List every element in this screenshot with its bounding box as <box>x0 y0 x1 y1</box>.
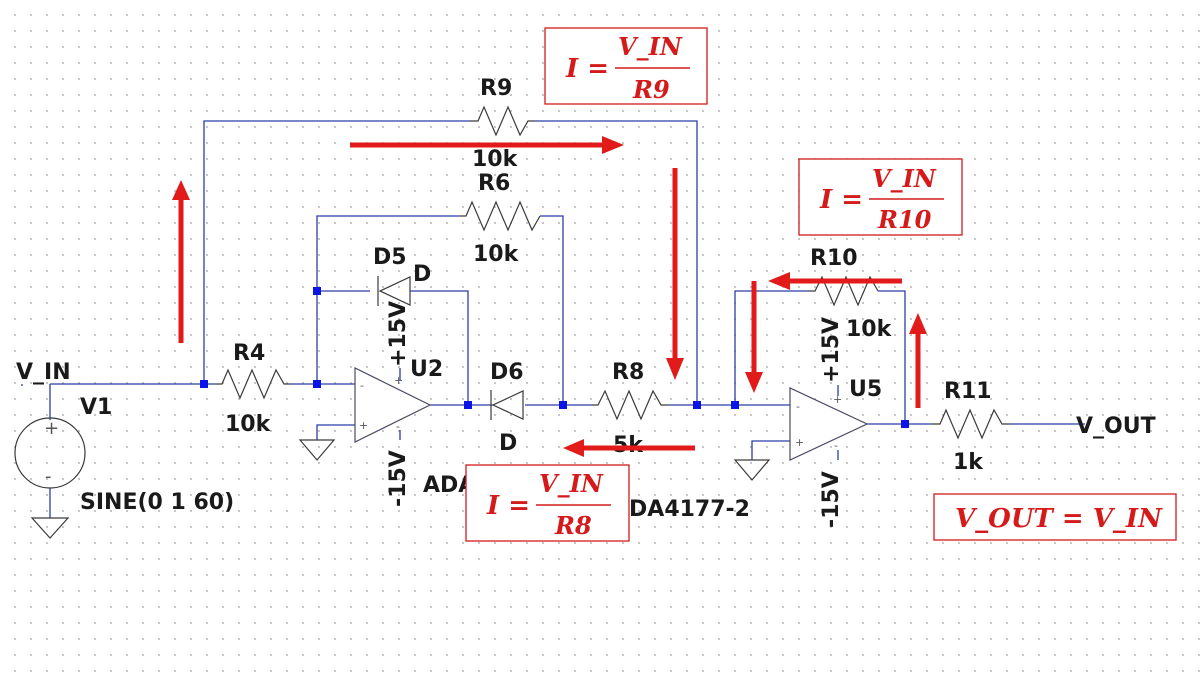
r11-ref-label: R11 <box>944 379 992 404</box>
r8-ref-label: R8 <box>612 360 644 385</box>
voltage-source-v1[interactable]: + - <box>14 417 86 489</box>
arrow-left-bottom <box>563 439 695 457</box>
junction-node <box>464 401 472 409</box>
wire-r10-loop <box>734 290 906 424</box>
opamp-u5[interactable]: - + + - <box>789 387 869 461</box>
d5-ref-label: D5 <box>373 245 407 270</box>
u2-vminus-pin: - <box>396 420 400 433</box>
r11-value-label: 1k <box>953 450 984 475</box>
junction-node <box>901 420 909 428</box>
resistor-r6[interactable] <box>460 200 541 232</box>
resistor-r9[interactable] <box>470 105 535 137</box>
formula-r8-numerator: V_IN <box>539 469 604 498</box>
ground-symbol-u2 <box>298 439 336 461</box>
wire-r6-d5 <box>316 215 564 405</box>
formula-r10-denominator: R10 <box>877 205 932 234</box>
u5-model-label: ADA4177-2 <box>612 497 750 522</box>
v1-value-label: SINE(0 1 60) <box>80 490 234 515</box>
r4-value-label: 10k <box>225 412 272 437</box>
v1-minus-sign: - <box>45 466 52 487</box>
net-label-vout: V_OUT <box>1076 414 1156 439</box>
wires <box>21 120 1085 518</box>
r9-value-label: 10k <box>472 147 519 172</box>
current-arrows <box>172 136 927 457</box>
resistor-r8[interactable] <box>592 389 668 421</box>
arrow-left-r10 <box>768 272 902 290</box>
u5-vplus-pin: + <box>833 393 842 406</box>
arrow-down-u5 <box>745 281 763 393</box>
formula-box-r9: I = V_IN R9 <box>544 27 708 105</box>
u2-neg-supply-label: -15V <box>386 450 411 507</box>
r10-ref-label: R10 <box>810 246 858 271</box>
wire-u2-plus <box>316 424 355 440</box>
formula-output-text: V_OUT = V_IN <box>955 504 1163 534</box>
u2-plus-pin: + <box>359 419 368 432</box>
formula-r10-lhs: I = <box>819 185 863 215</box>
r9-ref-label: R9 <box>480 76 512 101</box>
wire-vin <box>21 383 204 420</box>
ground-symbol-u5 <box>733 459 771 481</box>
u5-plus-pin: + <box>795 436 804 449</box>
wire-r9-loop <box>203 120 698 405</box>
opamp-u2[interactable]: - + + - <box>354 367 432 443</box>
r10-value-label: 10k <box>846 317 893 342</box>
arrow-up-u5 <box>909 313 927 408</box>
formula-r8-denominator: R8 <box>554 511 592 540</box>
d6-value-label: D <box>499 431 517 456</box>
junction-node <box>313 380 321 388</box>
diode-d6[interactable] <box>490 390 524 420</box>
junction-node <box>313 287 321 295</box>
formula-box-output: V_OUT = V_IN <box>933 493 1177 541</box>
formula-r9-denominator: R9 <box>632 75 670 104</box>
d6-ref-label: D6 <box>490 360 524 385</box>
u5-minus-pin: - <box>796 400 800 413</box>
junction-node <box>731 401 739 409</box>
junction-node <box>693 401 701 409</box>
v1-ref-label: V1 <box>80 395 112 420</box>
u5-pos-supply-label: +15V <box>819 317 844 383</box>
arrow-down-mid <box>666 168 684 380</box>
junction-nodes <box>200 287 909 428</box>
u2-ref-label: U2 <box>410 357 443 382</box>
r6-value-label: 10k <box>473 242 520 267</box>
junction-node <box>200 380 208 388</box>
formula-r10-numerator: V_IN <box>872 164 937 193</box>
ground-symbol-v1 <box>30 517 70 539</box>
net-label-vin: V_IN <box>16 360 71 385</box>
formula-r9-numerator: V_IN <box>618 32 683 61</box>
wire-u5-plus <box>751 440 790 460</box>
resistor-r4[interactable] <box>215 368 290 400</box>
formula-r8-lhs: I = <box>486 491 530 521</box>
d5-value-label: D <box>413 262 431 287</box>
v1-plus-sign: + <box>44 418 59 439</box>
formula-box-r10: I = V_IN R10 <box>798 158 963 236</box>
arrow-up-left <box>172 180 190 343</box>
arrow-right-top <box>350 136 624 154</box>
junction-node <box>559 401 567 409</box>
u2-vplus-pin: + <box>394 374 403 387</box>
u2-pos-supply-label: +15V <box>386 301 411 367</box>
formula-box-r8: I = V_IN R8 <box>465 464 630 542</box>
u2-minus-pin: - <box>360 379 364 392</box>
resistor-r11[interactable] <box>932 408 1010 440</box>
u5-ref-label: U5 <box>849 377 882 402</box>
formula-r9-lhs: I = <box>565 54 609 84</box>
r6-ref-label: R6 <box>478 171 510 196</box>
u5-vminus-pin: - <box>834 439 838 452</box>
diode-d5[interactable] <box>377 276 411 306</box>
r4-ref-label: R4 <box>233 341 265 366</box>
u5-neg-supply-label: -15V <box>819 471 844 528</box>
